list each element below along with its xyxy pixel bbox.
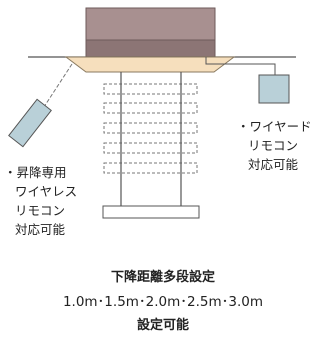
wireless-signal-line — [41, 63, 73, 111]
wired-remote-label-line2: リモコン — [248, 138, 299, 153]
wireless-remote-label-line2: ワイヤレス — [15, 184, 78, 199]
caption-distances: 1.0m･1.5m･2.0m･2.5m･3.0m — [62, 294, 264, 310]
wireless-remote-label-line1: ・昇降専用 — [4, 165, 67, 180]
wired-remote-cable — [205, 57, 276, 75]
caption-note: 設定可能 — [136, 318, 189, 333]
wired-remote-icon — [258, 74, 290, 104]
wired-remote-label-line1: ・ワイヤード — [237, 119, 312, 134]
caption-title: 下降距離多段設定 — [110, 270, 215, 285]
wireless-remote-label: ・昇降専用 ワイヤレス リモコン 対応可能 — [4, 163, 77, 239]
lowering-levels — [103, 83, 198, 174]
lowered-panel — [102, 205, 200, 219]
wired-remote-label-line3: 対応可能 — [248, 157, 299, 172]
grille-panel — [64, 56, 236, 73]
unit-base — [85, 39, 216, 58]
wired-remote-label: ・ワイヤード リモコン 対応可能 — [237, 117, 312, 174]
wireless-remote-label-line3: リモコン — [15, 203, 66, 218]
wireless-remote-label-line4: 対応可能 — [15, 222, 66, 237]
wireless-remote-icon — [8, 98, 52, 148]
